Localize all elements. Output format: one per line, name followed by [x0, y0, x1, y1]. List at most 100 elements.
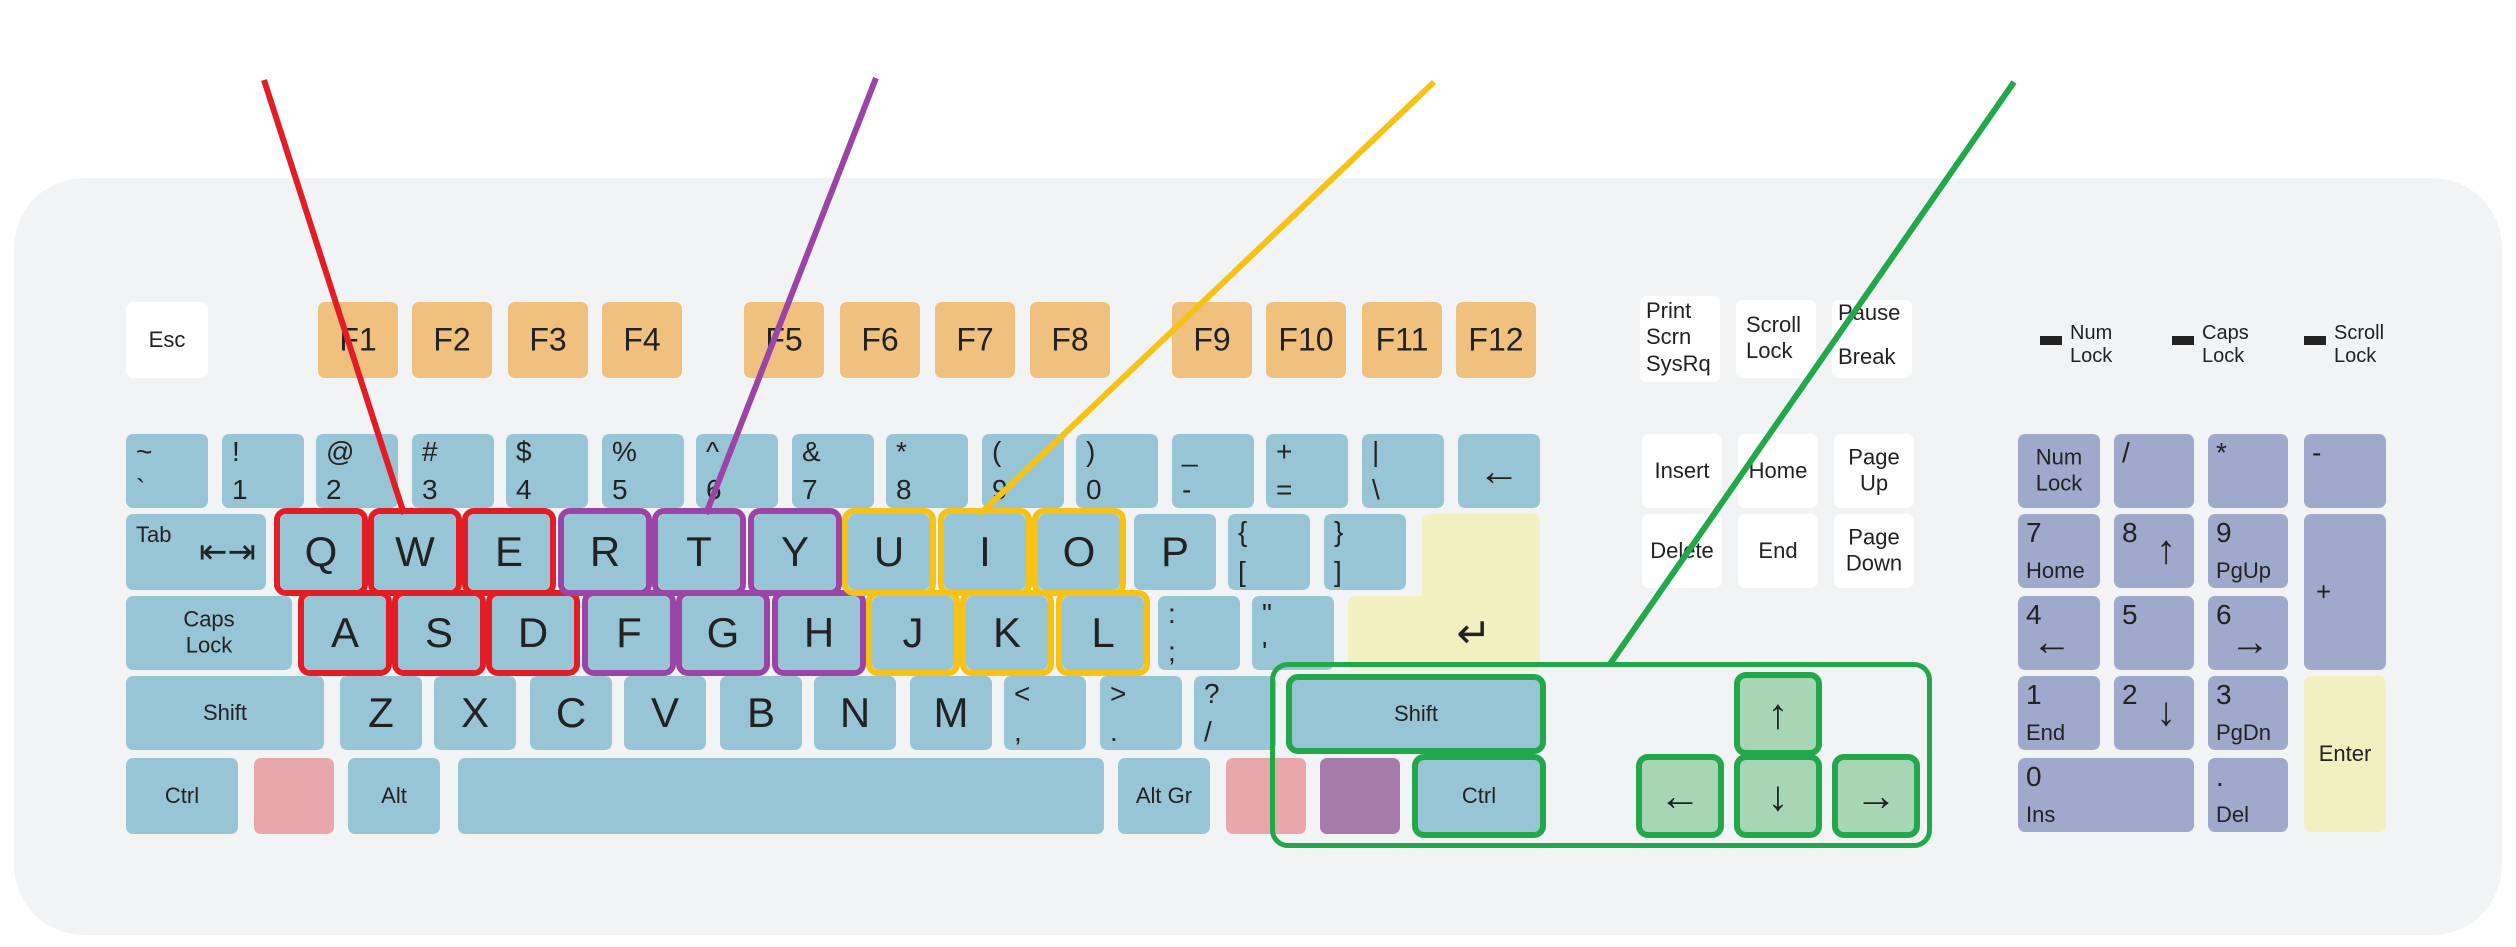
down-arrow-key[interactable]: ↓ [1738, 758, 1818, 834]
left-ctrl-key[interactable]: Ctrl [126, 758, 238, 834]
key-z[interactable]: Z [340, 676, 422, 750]
numpad-minus-key[interactable]: - [2304, 434, 2386, 508]
key-s[interactable]: S [398, 596, 480, 670]
scroll-lock-key[interactable]: Scroll Lock [1736, 300, 1816, 378]
home-key[interactable]: Home [1738, 434, 1818, 508]
left-windows-key[interactable] [254, 758, 334, 834]
equals-key[interactable]: += [1266, 434, 1348, 508]
left-shift-key[interactable]: Shift [126, 676, 324, 750]
alt-gr-key[interactable]: Alt Gr [1118, 758, 1210, 834]
f6-key[interactable]: F6 [840, 302, 920, 378]
backspace-key[interactable]: ← [1458, 434, 1540, 508]
key-3[interactable]: #3 [412, 434, 494, 508]
f3-key[interactable]: F3 [508, 302, 588, 378]
right-arrow-key[interactable]: → [1836, 758, 1916, 834]
key-4[interactable]: $4 [506, 434, 588, 508]
key-1[interactable]: !1 [222, 434, 304, 508]
key-l[interactable]: L [1062, 596, 1144, 670]
key-r[interactable]: R [564, 514, 646, 590]
numpad-8-key[interactable]: 8↑ [2114, 514, 2194, 588]
menu-key[interactable] [1320, 758, 1400, 834]
key-w[interactable]: W [374, 514, 456, 590]
quote-key[interactable]: "' [1252, 596, 1334, 670]
print-screen-key[interactable]: Print Scrn SysRq [1640, 296, 1720, 382]
key-6[interactable]: ^6 [696, 434, 778, 508]
key-p[interactable]: P [1134, 514, 1216, 590]
key-2[interactable]: @2 [316, 434, 398, 508]
key-a[interactable]: A [304, 596, 386, 670]
key-d[interactable]: D [492, 596, 574, 670]
key-n[interactable]: N [814, 676, 896, 750]
key-7[interactable]: &7 [792, 434, 874, 508]
numpad-5-key[interactable]: 5 [2114, 596, 2194, 670]
key-o[interactable]: O [1038, 514, 1120, 590]
numpad-6-key[interactable]: 6→ [2208, 596, 2288, 670]
numpad-plus-key[interactable]: + [2304, 514, 2386, 670]
end-key[interactable]: End [1738, 514, 1818, 588]
enter-key[interactable]: ↵ [1348, 596, 1540, 670]
f12-key[interactable]: F12 [1456, 302, 1536, 378]
f11-key[interactable]: F11 [1362, 302, 1442, 378]
key-e[interactable]: E [468, 514, 550, 590]
key-f[interactable]: F [588, 596, 670, 670]
space-bar[interactable] [458, 758, 1104, 834]
numpad-slash-key[interactable]: / [2114, 434, 2194, 508]
slash-key[interactable]: ?/ [1194, 676, 1276, 750]
insert-key[interactable]: Insert [1642, 434, 1722, 508]
right-ctrl-key[interactable]: Ctrl [1416, 758, 1542, 834]
numpad-star-key[interactable]: * [2208, 434, 2288, 508]
comma-key[interactable]: <, [1004, 676, 1086, 750]
key-i[interactable]: I [944, 514, 1026, 590]
f8-key[interactable]: F8 [1030, 302, 1110, 378]
tilde-key[interactable]: ~` [126, 434, 208, 508]
right-shift-key[interactable]: Shift [1290, 678, 1542, 750]
f7-key[interactable]: F7 [935, 302, 1015, 378]
esc-key[interactable]: Esc [126, 302, 208, 378]
semicolon-key[interactable]: :; [1158, 596, 1240, 670]
left-arrow-key[interactable]: ← [1640, 758, 1720, 834]
numpad-2-key[interactable]: 2↓ [2114, 676, 2194, 750]
key-v[interactable]: V [624, 676, 706, 750]
f10-key[interactable]: F10 [1266, 302, 1346, 378]
key-8[interactable]: *8 [886, 434, 968, 508]
key-0[interactable]: )0 [1076, 434, 1158, 508]
key-k[interactable]: K [966, 596, 1048, 670]
key-t[interactable]: T [658, 514, 740, 590]
tab-key[interactable]: Tab ⇤⇥ [126, 514, 266, 590]
bracket-right-key[interactable]: }] [1324, 514, 1406, 590]
key-y[interactable]: Y [754, 514, 836, 590]
pause-break-key[interactable]: Pause Break [1832, 300, 1912, 378]
key-u[interactable]: U [848, 514, 930, 590]
f2-key[interactable]: F2 [412, 302, 492, 378]
key-c[interactable]: C [530, 676, 612, 750]
minus-key[interactable]: _- [1172, 434, 1254, 508]
numpad-enter-key[interactable]: Enter [2304, 676, 2386, 832]
enter-key-top[interactable] [1422, 514, 1540, 606]
left-alt-key[interactable]: Alt [348, 758, 440, 834]
key-h[interactable]: H [778, 596, 860, 670]
key-5[interactable]: %5 [602, 434, 684, 508]
key-m[interactable]: M [910, 676, 992, 750]
key-q[interactable]: Q [280, 514, 362, 590]
numpad-dot-key[interactable]: .Del [2208, 758, 2288, 832]
right-windows-key[interactable] [1226, 758, 1306, 834]
key-j[interactable]: J [872, 596, 954, 670]
key-g[interactable]: G [682, 596, 764, 670]
period-key[interactable]: >. [1100, 676, 1182, 750]
f4-key[interactable]: F4 [602, 302, 682, 378]
bracket-left-key[interactable]: {[ [1228, 514, 1310, 590]
key-x[interactable]: X [434, 676, 516, 750]
numpad-4-key[interactable]: 4← [2018, 596, 2100, 670]
key-b[interactable]: B [720, 676, 802, 750]
up-arrow-key[interactable]: ↑ [1738, 676, 1818, 752]
backslash-key[interactable]: |\ [1362, 434, 1444, 508]
